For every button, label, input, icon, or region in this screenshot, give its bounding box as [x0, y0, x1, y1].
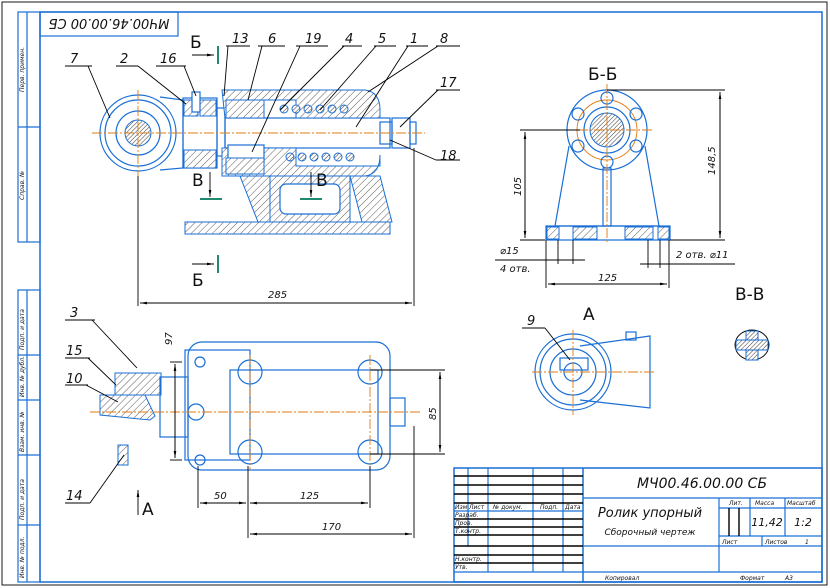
drawing-label: 148,5	[707, 146, 718, 175]
drawing-label: Копировал	[605, 575, 639, 582]
designation-code: МЧ00.46.00.00 СБ	[637, 476, 767, 492]
drawing-label: 2 отв. ⌀11	[676, 250, 728, 261]
drawing-label: 6	[268, 32, 276, 47]
drawing-label: Разраб.	[455, 512, 479, 519]
drawing-label: Справ. №	[19, 171, 26, 200]
drawing-label: 5	[378, 32, 386, 47]
drawing-frame	[39, 11, 823, 583]
drawing-label: 13	[232, 32, 249, 47]
drawing-label: № докум.	[492, 504, 523, 511]
drawing-label: 14	[66, 489, 83, 504]
drawing-label: Масштаб	[787, 500, 816, 507]
drawing-label: Масса	[755, 500, 774, 507]
drawing-label: Листов	[764, 539, 788, 546]
drawing-label: 9	[527, 314, 535, 329]
drawing-label: Изм	[455, 504, 468, 511]
drawing-label: 4	[345, 32, 353, 47]
drawing-label: Б	[190, 33, 202, 53]
drawing-label: Дата	[564, 504, 581, 511]
drawing-label: 97	[164, 332, 175, 345]
drawing-label: В	[192, 171, 204, 191]
drawing-label: 15	[66, 344, 83, 359]
drawing-label: 285	[268, 290, 287, 301]
plan-view	[90, 341, 420, 471]
drawing-label: 105	[513, 177, 524, 196]
callouts-front: 7 2 16 13 6 19 4 5 1 8 17 18	[65, 32, 460, 164]
drawing-label: 125	[300, 491, 319, 502]
drawing-label: А	[142, 500, 154, 520]
drawing-label: 4 отв.	[500, 264, 531, 275]
drawing-label: 125	[598, 273, 617, 284]
drawing-label: 50	[214, 491, 227, 502]
mass-value: 11,42	[751, 516, 783, 529]
cut-marker-v-right: В	[300, 171, 328, 200]
drawing-label: Перв. примен.	[19, 47, 26, 92]
dim-bb: 105 148,5 125 ⌀15 4 отв. 2 отв. ⌀11	[495, 89, 735, 288]
drawing-label: Лит.	[728, 500, 743, 507]
drawing-label: 1	[410, 32, 418, 47]
side-stamp-bottom: Подп. и дата Инв. № дубл. Взам. инв. № П…	[17, 289, 41, 583]
view-a: А 9	[522, 305, 655, 415]
spring-coils	[279, 104, 355, 162]
side-stamp-top: Перв. примен. Справ. №	[17, 11, 41, 243]
drawing-label: 1	[805, 539, 809, 546]
drawing-label: Утв.	[455, 564, 468, 571]
drawing-label: 17	[440, 76, 457, 91]
drawing-label: Подп. и дата	[19, 479, 26, 520]
drawing-label: В-В	[735, 285, 764, 305]
dim-plan: 97 85 50 125 170	[164, 332, 445, 538]
drawing-label: 2	[120, 52, 128, 67]
drawing-label: 85	[428, 407, 439, 420]
section-vv-view: В-В	[734, 285, 770, 361]
drawing-label: Н.контр.	[455, 556, 482, 563]
drawing-label: Лист	[468, 504, 485, 511]
drawing-label: А	[583, 305, 595, 325]
drawing-label: Пров.	[455, 520, 473, 527]
dim-overall-length: 285	[137, 148, 415, 306]
drawing-label: 18	[440, 149, 457, 164]
drawing-label: Инв. № подл.	[19, 537, 26, 578]
drawing-label: 7	[70, 52, 79, 67]
drawing-label: Взам. инв. №	[19, 411, 26, 452]
drawing-label: МЧ00.46.00.00 СБ	[49, 15, 170, 30]
cut-marker-b-top: Б	[190, 33, 219, 64]
arrow-a-marker: А	[136, 490, 154, 520]
drawing-label: Формат	[740, 575, 765, 582]
callouts-plan: 3 15 10 14	[65, 306, 138, 504]
drawing-label: ⌀15	[500, 246, 519, 257]
drawing-label: Инв. № дубл.	[19, 356, 26, 397]
drawing-label: Т.контр.	[455, 528, 481, 535]
front-section-view	[92, 89, 425, 235]
drawing-label: 19	[305, 32, 322, 47]
mirrored-designation: МЧ00.46.00.00 СБ	[49, 15, 170, 30]
drawing-label: 170	[322, 522, 341, 533]
drawing-label: 8	[440, 32, 448, 47]
section-bb-view: Б-Б	[545, 65, 671, 242]
drawing-title: Ролик упорный	[598, 506, 702, 521]
drawing-label: Б-Б	[588, 65, 617, 85]
drawing-label: Лист	[721, 539, 738, 546]
drawing-label: Подп.	[540, 504, 558, 511]
drawing-subtitle: Сборочный чертеж	[604, 528, 696, 538]
scale-value: 1:2	[794, 516, 812, 529]
drawing-label: Б	[192, 271, 204, 291]
drawing-label: 16	[160, 52, 177, 67]
drawing-label: В	[316, 171, 328, 191]
cut-marker-b-bottom: Б	[192, 255, 219, 291]
cut-marker-v-left: В	[192, 171, 222, 200]
title-block: Изм Лист № докум. Подп. Дата Разраб. Про…	[453, 467, 823, 583]
drawing-label: А3	[784, 575, 793, 582]
drawing-label: 3	[70, 306, 78, 321]
drawing-label: 10	[66, 372, 83, 387]
drawing-label: Подп. и дата	[19, 309, 26, 350]
